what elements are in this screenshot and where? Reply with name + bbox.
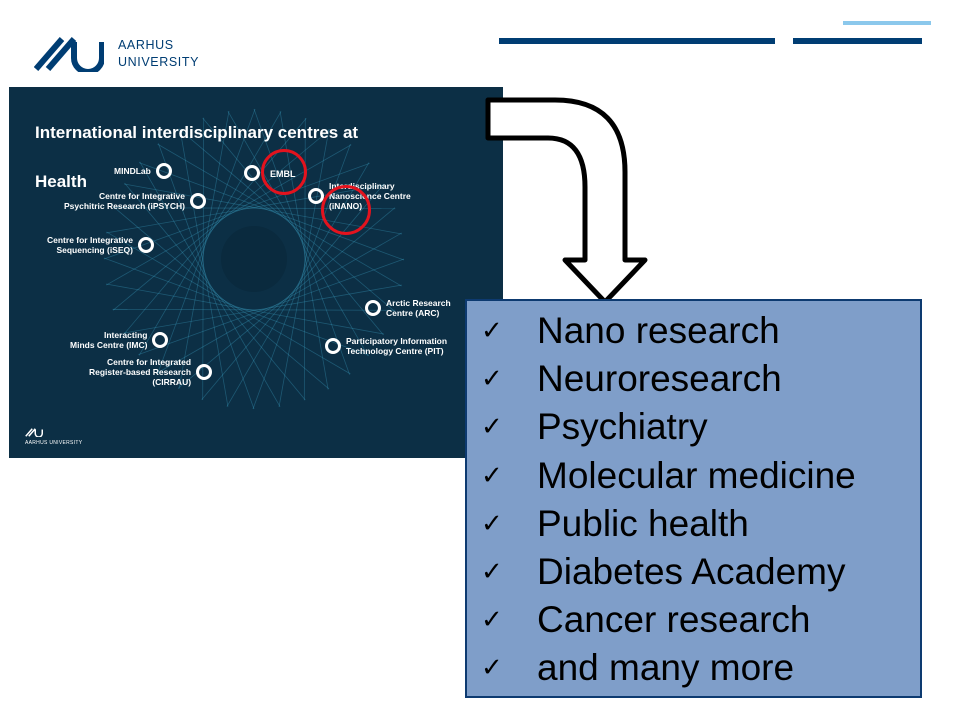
spirograph-line	[278, 129, 330, 407]
centre-label-line: Arctic Research	[386, 298, 451, 308]
highlight-circle-embl	[261, 149, 307, 195]
spirograph-line	[124, 182, 306, 401]
panel-footer-text: AARHUS UNIVERSITY	[25, 440, 83, 446]
checkmark-icon: ✓	[481, 364, 503, 395]
spirograph-line	[123, 284, 402, 334]
checkmark-icon: ✓	[481, 412, 503, 443]
list-item: ✓ Diabetes Academy	[481, 548, 856, 596]
spirograph-line	[112, 308, 395, 311]
ring-icon	[365, 300, 381, 316]
list-item: ✓ Molecular medicine	[481, 452, 856, 500]
spirograph-line	[303, 118, 306, 401]
university-name-line2: UNIVERSITY	[118, 55, 200, 69]
ring-icon	[155, 163, 172, 179]
checkmark-icon: ✓	[481, 316, 503, 347]
ring-icon	[244, 165, 260, 181]
checkmark-icon: ✓	[481, 460, 503, 491]
spirograph-line	[202, 117, 205, 400]
list-item-label: Neuroresearch	[537, 358, 782, 400]
centre-label-line: Centre for Integrative	[98, 191, 185, 201]
centre-label-line: Interdisciplinary	[329, 181, 395, 191]
centre-label-line: Technology Centre (PIT)	[346, 346, 444, 356]
list-item: ✓ Public health	[481, 500, 856, 548]
spirograph-line	[178, 128, 395, 312]
centre-label-line: Sequencing (iSEQ)	[56, 245, 133, 255]
list-item-label: and many more	[537, 647, 795, 689]
spirograph-line	[103, 257, 370, 356]
spirograph-line	[202, 117, 384, 336]
centre-label-line: Minds Centre (IMC)	[70, 340, 148, 350]
centre-label-line: Centre for Integrative	[47, 235, 133, 245]
centre-label-line: Psychitric Research (iPSYCH)	[64, 201, 185, 211]
spirograph-line	[158, 143, 255, 410]
list-item: ✓ Cancer research	[481, 596, 856, 644]
list-item-label: Diabetes Academy	[537, 551, 846, 593]
centre-cirrau: Centre for Integrated Register-based Res…	[89, 357, 213, 387]
ring-icon	[325, 338, 341, 354]
list-item-label: Molecular medicine	[537, 454, 856, 496]
aarhus-university-logo-icon	[34, 37, 104, 72]
curved-down-arrow-icon	[485, 97, 648, 305]
centre-arc: Arctic Research Centre (ARC)	[365, 298, 451, 318]
ring-icon	[308, 188, 324, 204]
university-name-line1: AARHUS	[118, 38, 174, 52]
spirograph-graphic	[103, 108, 405, 410]
panel-title-line1: International interdisciplinary centres …	[35, 123, 359, 142]
list-item: ✓ Neuroresearch	[481, 355, 856, 403]
spirograph-line	[177, 207, 396, 389]
header-bar-dark-short	[793, 38, 922, 44]
spirograph-line	[227, 111, 369, 357]
checkmark-icon: ✓	[481, 605, 503, 636]
checkmark-icon: ✓	[481, 508, 503, 539]
list-item-label: Cancer research	[537, 599, 811, 641]
spirograph-line	[106, 283, 384, 335]
centre-imc: Interacting Minds Centre (IMC)	[70, 330, 169, 350]
list-item-label: Public health	[537, 502, 749, 544]
research-areas-box: ✓ Nano research ✓ Neuroresearch ✓ Psychiatr…	[465, 299, 922, 698]
centre-label-line: Participatory Information	[346, 336, 448, 346]
spirograph-line	[138, 258, 405, 355]
centre-ipsych: Centre for Integrative Psychitric Resear…	[64, 191, 206, 211]
centre-pit: Participatory Information Technology Cen…	[325, 336, 447, 356]
list-item-label: Psychiatry	[537, 406, 708, 448]
ring-icon	[152, 332, 169, 348]
spirograph-line	[157, 108, 256, 375]
highlight-circle-inano	[321, 185, 371, 235]
header-bar-dark-long	[499, 38, 775, 44]
centre-iseq: Centre for Integrative Sequencing (iSEQ)	[47, 235, 154, 255]
ring-icon	[196, 364, 213, 380]
spirograph-line	[106, 231, 351, 375]
header-bar-light	[843, 21, 931, 25]
spirograph-line	[179, 128, 229, 407]
aarhus-university-logo-icon	[25, 428, 43, 437]
list-item: ✓ Psychiatry	[481, 403, 856, 451]
ring-icon	[189, 193, 206, 209]
ring-icon	[137, 237, 154, 253]
list-item: ✓ and many more	[481, 644, 856, 692]
centre-label-line: Centre (ARC)	[386, 308, 440, 318]
centre-label-line: Centre for Integrated	[106, 357, 192, 367]
spirograph-center	[221, 226, 287, 292]
spirograph-line	[157, 143, 402, 287]
centre-mindlab: MINDLab	[114, 163, 172, 179]
centres-panel: International interdisciplinary centres …	[9, 87, 503, 458]
spirograph-line	[156, 232, 402, 374]
centre-label-line: Register-based Research	[89, 367, 192, 377]
checkmark-icon: ✓	[481, 653, 503, 684]
checkmark-icon: ✓	[481, 557, 503, 588]
panel-title-line2: Health	[35, 172, 87, 191]
research-areas-list: ✓ Nano research ✓ Neuroresearch ✓ Psychiatr…	[481, 307, 856, 693]
list-item: ✓ Nano research	[481, 307, 856, 355]
centre-label-line: Nanoscience Centre	[329, 191, 411, 201]
list-item-label: Nano research	[537, 310, 780, 352]
centre-label-line: Interacting	[104, 330, 148, 340]
spirograph-line	[138, 111, 282, 356]
centre-label-line: MINDLab	[114, 166, 151, 176]
spirograph-line	[138, 162, 405, 261]
centre-label-line: (CIRRAU)	[152, 377, 192, 387]
spirograph-line	[178, 111, 230, 389]
spirograph-line	[139, 161, 281, 407]
spirograph-line	[106, 144, 352, 286]
